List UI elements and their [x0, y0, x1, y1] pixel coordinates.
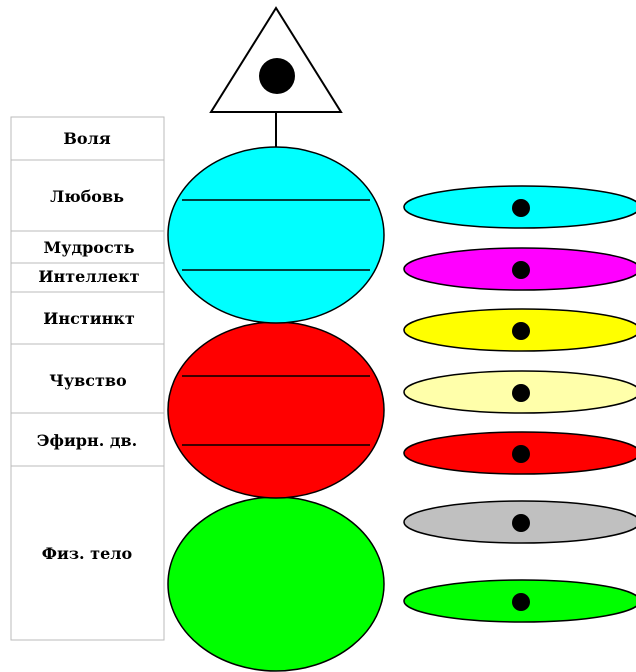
mental-sphere — [167, 146, 385, 324]
table-frame — [10, 116, 165, 641]
label-table: Воля Любовь Мудрость Интеллект Инстинкт … — [10, 116, 165, 641]
disk-dot — [512, 261, 530, 279]
label-intellect: Интеллект — [38, 267, 139, 286]
label-etheric: Эфирн. дв. — [37, 431, 137, 450]
astral-sphere — [167, 321, 385, 499]
label-physical: Физ. тело — [42, 544, 133, 563]
disk-column — [403, 185, 636, 623]
label-will: Воля — [63, 129, 110, 148]
physical-sphere — [167, 496, 385, 672]
disk-dot — [512, 199, 530, 217]
disk-dot — [512, 514, 530, 532]
label-feeling: Чувство — [49, 371, 127, 390]
label-wisdom: Мудрость — [44, 238, 135, 257]
disk-dot — [512, 322, 530, 340]
disk-dot — [512, 593, 530, 611]
sphere-stack — [167, 146, 385, 672]
eye-dot — [259, 58, 295, 94]
disk-dot — [512, 445, 530, 463]
label-love: Любовь — [50, 187, 124, 206]
disk-dot — [512, 384, 530, 402]
label-instinct: Инстинкт — [43, 309, 135, 328]
